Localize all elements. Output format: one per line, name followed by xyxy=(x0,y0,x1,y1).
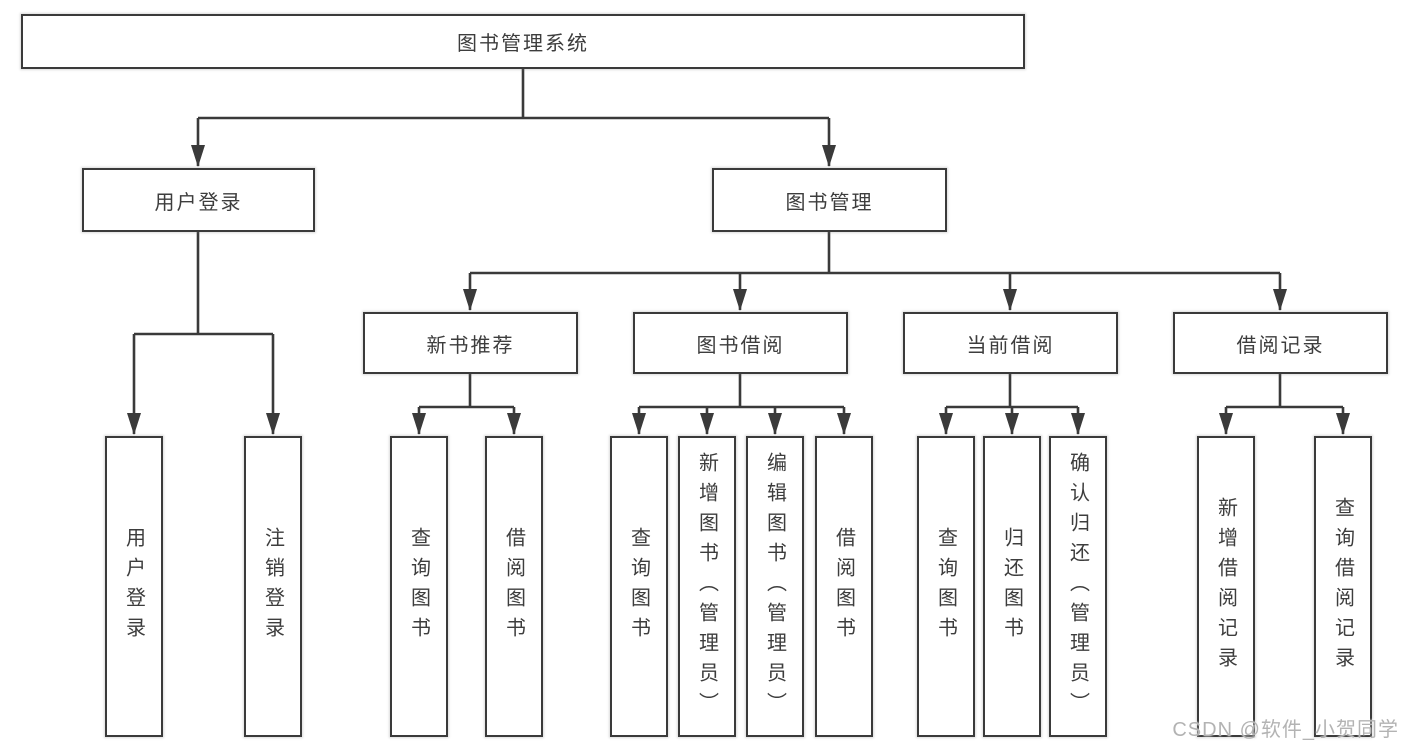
leaf-borrow-query-books: 查询图书 xyxy=(610,436,668,737)
node-borrow-records: 借阅记录 xyxy=(1173,312,1388,374)
node-book-borrow-label: 图书借阅 xyxy=(696,334,785,357)
leaf-logout: 注销登录 xyxy=(244,436,302,737)
node-current-borrow-label: 当前借阅 xyxy=(966,334,1055,357)
leaf-logout-label: 注销登录 xyxy=(261,526,284,647)
leaf-borrow-add-books-admin-label: 新增图书（管理员） xyxy=(695,451,718,722)
leaf-borrow-edit-books-admin: 编辑图书（管理员） xyxy=(746,436,804,737)
leaf-newbook-borrow-books: 借阅图书 xyxy=(485,436,543,737)
leaf-user-login: 用户登录 xyxy=(105,436,163,737)
node-new-book-recommend-label: 新书推荐 xyxy=(426,334,515,357)
leaf-current-query-books: 查询图书 xyxy=(917,436,975,737)
leaf-borrow-borrow-books: 借阅图书 xyxy=(815,436,873,737)
node-library-management-system-label: 图书管理系统 xyxy=(457,33,589,55)
leaf-current-confirm-return-admin: 确认归还（管理员） xyxy=(1049,436,1107,737)
leaf-records-query-record: 查询借阅记录 xyxy=(1314,436,1372,737)
leaf-records-add-record: 新增借阅记录 xyxy=(1197,436,1255,737)
node-book-management: 图书管理 xyxy=(712,168,947,232)
leaf-records-add-record-label: 新增借阅记录 xyxy=(1214,496,1237,677)
wires-user-login-branch xyxy=(127,232,280,435)
node-current-borrow: 当前借阅 xyxy=(903,312,1118,374)
wires-new-book-branch xyxy=(412,374,521,435)
leaf-borrow-edit-books-admin-label: 编辑图书（管理员） xyxy=(763,451,786,722)
node-book-borrow: 图书借阅 xyxy=(633,312,848,374)
leaf-newbook-borrow-books-label: 借阅图书 xyxy=(502,526,525,647)
leaf-newbook-query-books: 查询图书 xyxy=(390,436,448,737)
wires-root-to-level2 xyxy=(191,69,836,167)
node-library-management-system: 图书管理系统 xyxy=(21,14,1025,69)
node-user-login-group-label: 用户登录 xyxy=(154,191,243,214)
leaf-records-query-record-label: 查询借阅记录 xyxy=(1331,496,1354,677)
wires-borrow-records-branch xyxy=(1219,374,1350,435)
leaf-current-query-books-label: 查询图书 xyxy=(934,526,957,647)
csdn-watermark: CSDN @软件_小贺同学 xyxy=(1172,719,1399,741)
leaf-current-confirm-return-admin-label: 确认归还（管理员） xyxy=(1066,451,1089,722)
wires-current-borrow-branch xyxy=(939,374,1085,435)
node-borrow-records-label: 借阅记录 xyxy=(1236,334,1325,357)
node-book-management-label: 图书管理 xyxy=(785,191,874,214)
wires-book-borrow-branch xyxy=(632,374,851,435)
leaf-borrow-add-books-admin: 新增图书（管理员） xyxy=(678,436,736,737)
leaf-current-return-books-label: 归还图书 xyxy=(1000,526,1023,647)
leaf-newbook-query-books-label: 查询图书 xyxy=(407,526,430,647)
leaf-user-login-label: 用户登录 xyxy=(122,526,145,647)
leaf-borrow-query-books-label: 查询图书 xyxy=(627,526,650,647)
leaf-current-return-books: 归还图书 xyxy=(983,436,1041,737)
leaf-borrow-borrow-books-label: 借阅图书 xyxy=(832,526,855,647)
node-new-book-recommend: 新书推荐 xyxy=(363,312,578,374)
wires-book-management-branch xyxy=(463,232,1287,311)
node-user-login-group: 用户登录 xyxy=(82,168,315,232)
